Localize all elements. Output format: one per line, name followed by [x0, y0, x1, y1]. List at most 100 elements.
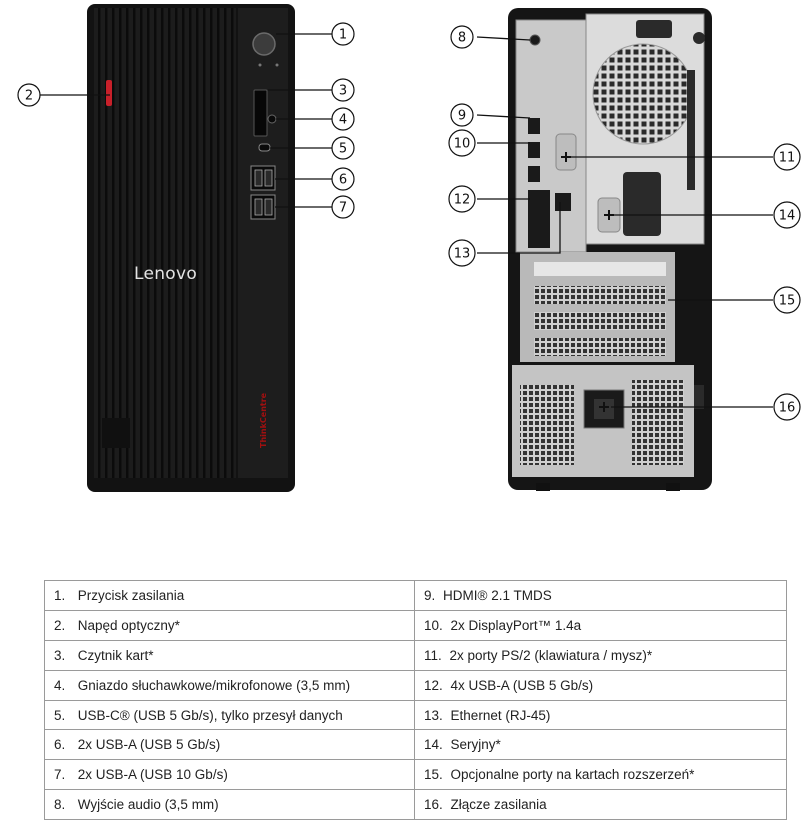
lock-lever	[687, 70, 695, 190]
legend-number: 9.	[424, 587, 436, 603]
callout-number: 2	[25, 89, 33, 104]
legend-cell: 1. Przycisk zasilania	[44, 580, 415, 611]
legend-row: 5. USB-C® (USB 5 Gb/s), tylko przesył da…	[44, 699, 787, 731]
usb-c-port-front	[258, 143, 271, 152]
legend-number: 3.	[54, 647, 66, 663]
legend-cell: 3. Czytnik kart*	[44, 639, 415, 671]
displayport-2	[528, 166, 540, 182]
legend-cell: 9. HDMI® 2.1 TMDS	[414, 580, 787, 611]
legend-label: Przycisk zasilania	[77, 587, 185, 603]
legend-cell: 13. Ethernet (RJ-45)	[414, 699, 787, 731]
callout-number: 12	[454, 193, 471, 208]
legend-label: 2x USB-A (USB 10 Gb/s)	[77, 767, 228, 783]
leader-line-9	[476, 114, 531, 119]
legend-cell: 7. 2x USB-A (USB 10 Gb/s)	[44, 759, 415, 791]
legend-row: 3. Czytnik kart* 11. 2x porty PS/2 (klaw…	[44, 639, 787, 671]
callout-number: 6	[339, 173, 347, 188]
legend-row: 7. 2x USB-A (USB 10 Gb/s) 15. Opcjonalne…	[44, 759, 787, 791]
port-legend-table: 1. Przycisk zasilania 9. HDMI® 2.1 TMDS …	[44, 580, 787, 821]
front-badge	[102, 418, 130, 448]
legend-number: 1.	[54, 587, 66, 603]
front-right-strip	[238, 8, 288, 478]
legend-label: Czytnik kart*	[77, 647, 154, 663]
callout-9: 9	[450, 103, 474, 127]
callout-7: 7	[331, 195, 355, 219]
legend-label: Wyjście audio (3,5 mm)	[77, 797, 219, 813]
lock-bracket	[623, 172, 661, 236]
callout-number: 3	[339, 84, 347, 99]
expansion-slot-2	[534, 286, 666, 304]
legend-label: 2x porty PS/2 (klawiatura / mysz)*	[449, 647, 653, 663]
expansion-slot-4	[534, 338, 666, 356]
legend-label: 2x USB-A (USB 5 Gb/s)	[77, 737, 221, 753]
legend-cell: 15. Opcjonalne porty na kartach rozszerz…	[414, 759, 787, 791]
thumbscrew	[693, 32, 705, 44]
legend-label: Napęd optyczny*	[77, 617, 180, 633]
callout-10: 10	[448, 129, 476, 157]
legend-label: Złącze zasilania	[450, 797, 547, 813]
callout-13: 13	[448, 239, 476, 267]
legend-number: 11.	[424, 647, 442, 663]
expansion-slot-1	[534, 262, 666, 276]
callout-16: 16	[773, 393, 801, 421]
usb-a-rear-group	[528, 190, 550, 248]
callout-number: 1	[339, 28, 347, 43]
legend-cell: 14. Seryjny*	[414, 729, 787, 761]
legend-cell: 2. Napęd optyczny*	[44, 609, 415, 641]
top-handle	[636, 20, 672, 38]
legend-label: 4x USB-A (USB 5 Gb/s)	[450, 677, 594, 693]
audio-jack-front	[267, 114, 277, 124]
callout-number: 16	[779, 401, 796, 416]
callout-number: 8	[458, 31, 466, 46]
callout-1: 1	[331, 22, 355, 46]
callout-number: 9	[458, 109, 466, 124]
legend-row: 4. Gniazdo słuchawkowe/mikrofonowe (3,5 …	[44, 669, 787, 701]
legend-number: 4.	[54, 677, 66, 693]
leader-line-13	[477, 202, 561, 254]
callout-number: 14	[779, 209, 796, 224]
callout-lines	[40, 33, 773, 412]
legend-cell: 4. Gniazdo słuchawkowe/mikrofonowe (3,5 …	[44, 669, 415, 701]
legend-number: 6.	[54, 737, 66, 753]
callout-4: 4	[331, 107, 355, 131]
foot	[666, 483, 680, 491]
callout-5: 5	[331, 136, 355, 160]
ethernet-port	[555, 193, 571, 211]
psu-vent-left	[520, 385, 574, 465]
callout-8: 8	[450, 25, 474, 49]
legend-number: 15.	[424, 767, 443, 783]
legend-row: 8. Wyjście audio (3,5 mm) 16. Złącze zas…	[44, 789, 787, 821]
legend-label: USB-C® (USB 5 Gb/s), tylko przesył danyc…	[77, 707, 343, 723]
callout-number: 5	[339, 142, 347, 157]
legend-cell: 8. Wyjście audio (3,5 mm)	[44, 789, 415, 821]
callout-15: 15	[773, 286, 801, 314]
callout-14: 14	[773, 201, 801, 229]
legend-label: HDMI® 2.1 TMDS	[443, 587, 552, 603]
legend-cell: 16. Złącze zasilania	[414, 789, 787, 821]
power-marker	[599, 402, 609, 412]
legend-number: 5.	[54, 707, 66, 723]
callout-number: 15	[779, 294, 796, 309]
callout-markers: 1 2 3 4 5 6 7 8 9 10 11 12 13 14 15 16	[17, 22, 801, 421]
legend-number: 8.	[54, 797, 66, 813]
legend-number: 12.	[424, 677, 443, 693]
callout-number: 13	[454, 247, 471, 262]
legend-cell: 12. 4x USB-A (USB 5 Gb/s)	[414, 669, 787, 701]
leader-line-8	[476, 36, 531, 41]
legend-number: 10.	[424, 617, 443, 633]
power-led	[258, 63, 262, 67]
card-reader-slot	[253, 89, 268, 137]
expansion-slot-3	[534, 312, 666, 330]
callout-3: 3	[331, 78, 355, 102]
legend-label: Ethernet (RJ-45)	[450, 707, 551, 723]
legend-cell: 10. 2x DisplayPort™ 1.4a	[414, 609, 787, 641]
usb-a-port	[254, 198, 263, 216]
legend-label: Seryjny*	[450, 737, 501, 753]
usb-a-port	[264, 169, 273, 187]
legend-number: 7.	[54, 767, 66, 783]
legend-row: 1. Przycisk zasilania 9. HDMI® 2.1 TMDS	[44, 580, 787, 611]
callout-number: 7	[339, 201, 347, 216]
callout-11: 11	[773, 143, 801, 171]
legend-number: 2.	[54, 617, 66, 633]
legend-row: 6. 2x USB-A (USB 5 Gb/s) 14. Seryjny*	[44, 729, 787, 761]
